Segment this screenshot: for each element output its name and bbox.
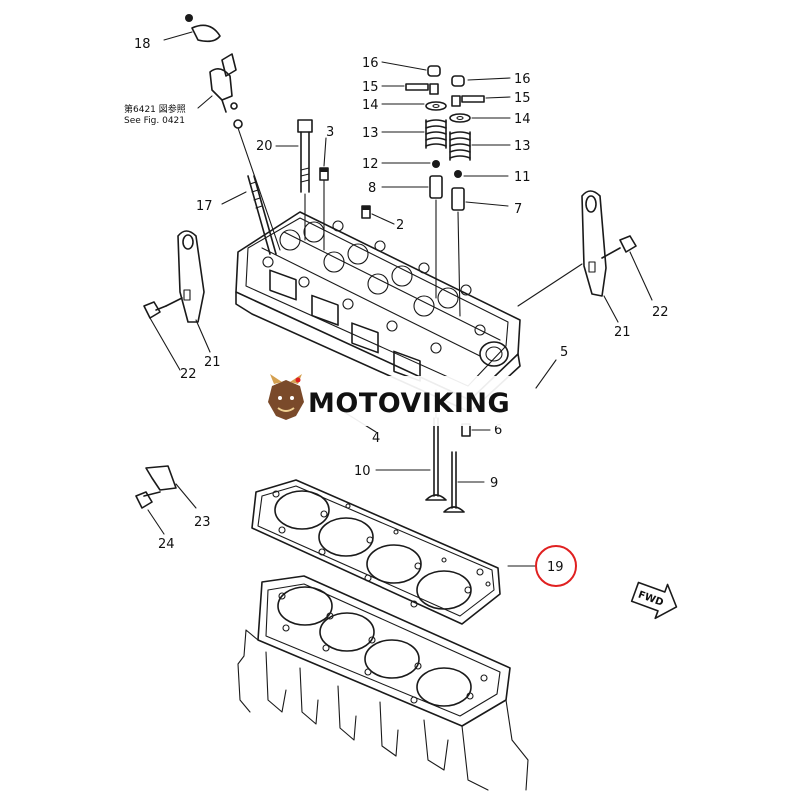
cylinder-block — [237, 575, 529, 791]
label-14-right: 14 — [514, 112, 531, 127]
label-16-left: 16 — [362, 56, 379, 71]
watermark-text: MOTOVIKING — [308, 388, 510, 419]
plug-3 — [319, 137, 329, 251]
label-21-right: 21 — [614, 325, 631, 340]
bolt-20 — [275, 119, 313, 241]
bracket-23 — [135, 465, 197, 535]
valve-train-right — [449, 75, 511, 317]
head-gasket — [251, 479, 501, 625]
label-17: 17 — [196, 199, 213, 214]
see-fig-note: See Fig. 0421 — [124, 116, 185, 126]
see-fig-note-jp: 第6421 図参照 — [124, 103, 186, 115]
label-19: 19 — [547, 560, 564, 575]
callout-labels: 18 16 15 14 13 12 8 16 15 14 13 11 7 20 … — [134, 37, 669, 575]
label-14-left: 14 — [362, 98, 379, 113]
valve-train-left — [381, 61, 447, 299]
label-6: 6 — [494, 423, 502, 438]
label-7: 7 — [514, 202, 522, 217]
label-15-left: 15 — [362, 80, 379, 95]
viking-logo-icon — [268, 374, 304, 420]
label-13-left: 13 — [362, 126, 379, 141]
label-3: 3 — [326, 125, 334, 140]
plug-2 — [361, 205, 395, 225]
label-10: 10 — [354, 464, 371, 479]
label-24: 24 — [158, 537, 175, 552]
label-4: 4 — [372, 431, 380, 446]
fwd-arrow: FWD — [630, 581, 678, 620]
label-22-right: 22 — [652, 305, 669, 320]
label-2: 2 — [396, 218, 404, 233]
label-22-left: 22 — [180, 367, 197, 382]
label-12: 12 — [362, 157, 379, 172]
highlight-circle — [535, 545, 577, 587]
label-15-right: 15 — [514, 91, 531, 106]
lifting-bracket-left — [143, 230, 211, 371]
label-8: 8 — [368, 181, 376, 196]
watermark: MOTOVIKING — [262, 374, 534, 426]
label-9: 9 — [490, 476, 498, 491]
label-23: 23 — [194, 515, 211, 530]
stud-17 — [221, 175, 277, 255]
label-21-left: 21 — [204, 355, 221, 370]
label-18: 18 — [134, 37, 151, 52]
label-11: 11 — [514, 170, 531, 185]
fwd-label: FWD — [636, 589, 664, 608]
lifting-bracket-right — [517, 190, 653, 323]
label-16-right: 16 — [514, 72, 531, 87]
label-13-right: 13 — [514, 139, 531, 154]
label-20: 20 — [256, 139, 273, 154]
injector-assembly — [163, 14, 281, 251]
label-5: 5 — [560, 345, 568, 360]
